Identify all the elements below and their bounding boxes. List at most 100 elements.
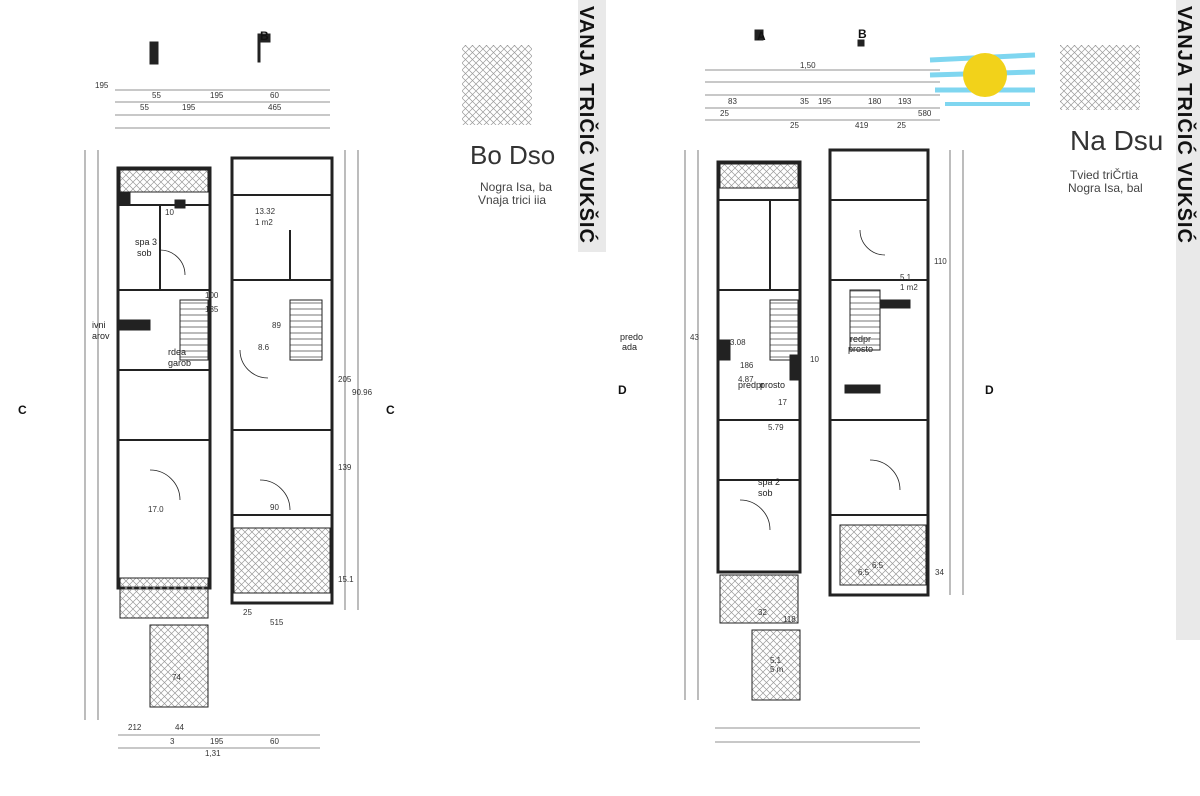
dim: 17	[778, 398, 787, 407]
right-logo-title: Na Dsu	[1070, 125, 1164, 156]
right-room-sub: ada	[622, 342, 637, 352]
right-section-label-2: D	[618, 383, 627, 397]
dim: 90	[270, 503, 279, 512]
dim: 193	[898, 97, 912, 106]
right-room-sub: prosto	[760, 380, 785, 390]
dim: 6.5	[858, 568, 870, 577]
dim: 43	[690, 333, 699, 342]
dim: 60	[270, 91, 279, 100]
right-room-sub: prosto	[848, 344, 873, 354]
left-logo-sub: Nogra Isa, ba	[480, 180, 553, 194]
left-room-sub: sob	[137, 248, 152, 258]
dim: 13.32	[255, 207, 276, 216]
dim: 580	[918, 109, 932, 118]
right-room-label: predpr	[738, 380, 764, 390]
dim: 186	[740, 361, 754, 370]
dim: 83	[728, 97, 737, 106]
dim: 1 m2	[255, 218, 273, 227]
dim: 25	[720, 109, 729, 118]
dim: 118	[783, 615, 796, 624]
right-section-label-0: A	[757, 29, 766, 43]
dim: 34	[935, 568, 944, 577]
dim: 5.79	[768, 423, 784, 432]
left-vertical-brand: VANJA TRIČIĆ VUKŠIĆ	[575, 6, 597, 244]
dim: 212	[128, 723, 142, 732]
left-floor-plan	[84, 33, 359, 749]
left-top-dims: 195 55 195 60 465 55 195	[95, 81, 282, 112]
dim: 205	[338, 375, 352, 384]
dim: 32	[758, 608, 767, 617]
dim: 1 m2	[900, 283, 918, 292]
left-room-label: spa 3	[135, 237, 157, 247]
dim: 5 m	[770, 665, 784, 674]
dim: 60	[270, 737, 279, 746]
left-logo-title: Bo Dso	[470, 140, 556, 170]
dim: 35	[800, 97, 809, 106]
dim: 44	[175, 723, 184, 732]
dim: 4.87	[738, 375, 754, 384]
dim: 135	[205, 305, 219, 314]
dim: 25	[897, 121, 906, 130]
right-section-label-3: D	[985, 383, 994, 397]
dim: 25	[243, 608, 252, 617]
left-interior-dims: 10 13.32 1 m2 89 8.6 100 135 17.0 15.1 7…	[148, 207, 373, 682]
right-room-label: spa 2	[758, 477, 780, 487]
dim: 139	[338, 463, 352, 472]
right-vertical-brand: VANJA TRIČIĆ VUKŠIĆ	[1173, 6, 1195, 244]
left-room-sub: arov	[92, 331, 110, 341]
right-floor-plan	[684, 29, 964, 743]
dim: 195	[210, 91, 224, 100]
dim: 74	[172, 673, 181, 682]
left-section-label-0: B	[260, 29, 269, 43]
right-top-dims: 1,50 83 35 195 180 193 25 25 419 25 580	[720, 61, 932, 130]
dim: 6.5	[872, 561, 884, 570]
dim: 180	[868, 97, 882, 106]
left-room-label: ivni	[92, 320, 106, 330]
right-bottom-dims: 6.5 32 118 5.1 5 m	[758, 568, 870, 674]
left-side-bar	[578, 0, 606, 252]
right-side-bar	[1176, 0, 1200, 640]
dim: 55	[140, 103, 149, 112]
right-room-label: predo	[620, 332, 643, 342]
dim: 3.08	[730, 338, 746, 347]
dim: 195	[818, 97, 832, 106]
left-bottom-dims: 212 44 3 195 60 1,31	[128, 723, 279, 758]
dim: 110	[934, 257, 947, 266]
right-logo-sub: Nogra Isa, bal	[1068, 181, 1143, 195]
dim: 515	[270, 618, 284, 627]
right-interior-dims: 3.08 4.87 5.79 186 10 17 110 5.1 1 m2 6.…	[690, 257, 947, 577]
sun-logo-icon	[929, 52, 1036, 106]
dim: 5.1	[770, 656, 782, 665]
dim: 419	[855, 121, 869, 130]
dim: 195	[95, 81, 109, 90]
dim: 3	[170, 737, 175, 746]
dim: 1,31	[205, 749, 221, 758]
dim: 465	[268, 103, 282, 112]
right-logo-sub: Tvied triČrtia	[1070, 168, 1139, 182]
right-section-label-1: B	[858, 27, 867, 41]
left-section-label-2: C	[386, 403, 395, 417]
dim: 5.1	[900, 273, 912, 282]
logo-mark-left	[462, 45, 532, 125]
dim: 195	[210, 737, 224, 746]
dim: 1,50	[800, 61, 816, 70]
left-room-sub: garob	[168, 358, 191, 368]
right-room-label: redpr	[850, 334, 871, 344]
dim: 89	[272, 321, 281, 330]
dim: 15.1	[338, 575, 354, 584]
dim: 90.96	[352, 388, 373, 397]
dim: 10	[165, 208, 174, 217]
dim: 10	[810, 355, 819, 364]
left-logo-sub: Vnaja trici iia	[478, 193, 547, 207]
dim: 17.0	[148, 505, 164, 514]
logo-mark-right	[1060, 45, 1140, 110]
left-section-label-1: C	[18, 403, 27, 417]
left-room-label: rdea	[168, 347, 186, 357]
dim: 55	[152, 91, 161, 100]
dim: 195	[182, 103, 196, 112]
dim: 8.6	[258, 343, 270, 352]
dim: 100	[205, 291, 219, 300]
dim: 25	[790, 121, 799, 130]
right-room-sub: sob	[758, 488, 773, 498]
